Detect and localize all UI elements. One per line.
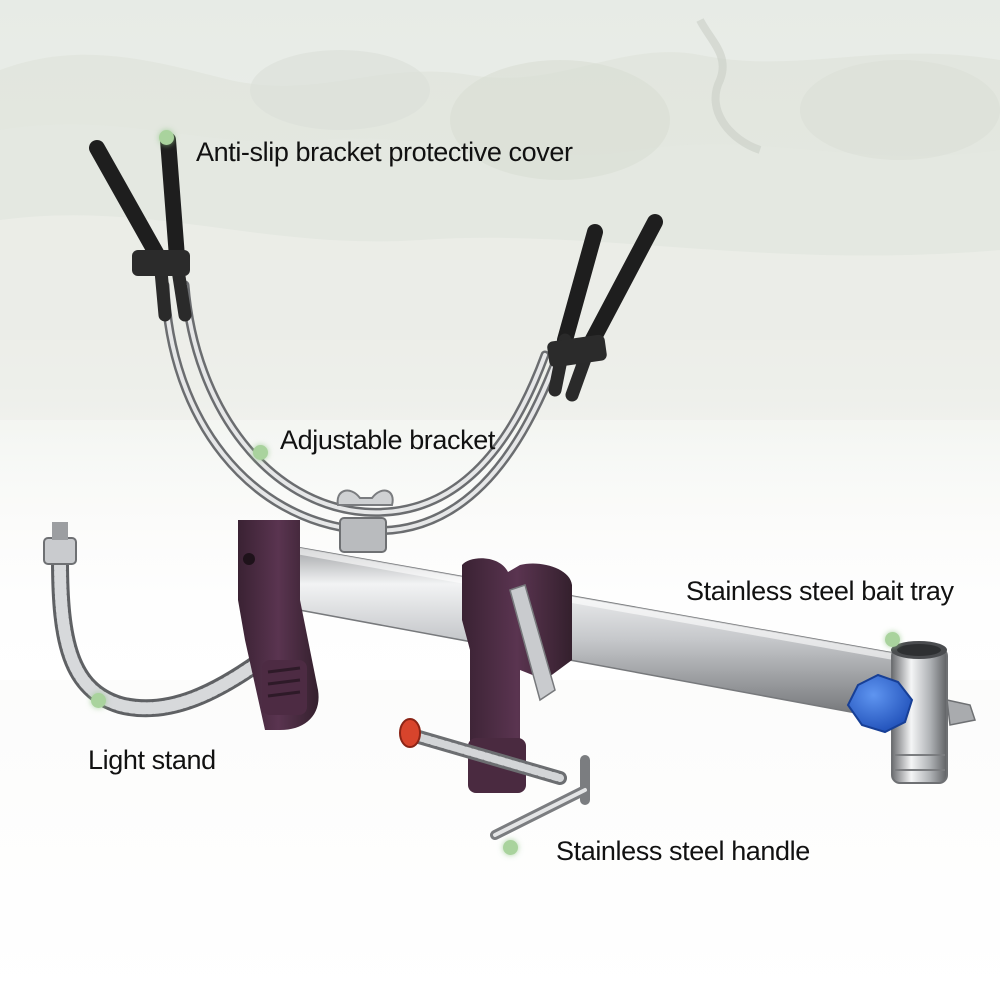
stainless-handle	[490, 755, 590, 840]
label-light-stand: Light stand	[88, 745, 216, 775]
label-protective-cover: Anti-slip bracket protective cover	[196, 137, 573, 167]
adjustable-bracket-wires	[160, 280, 565, 536]
marker-bracket-dot	[253, 445, 268, 460]
marker-cover-dot	[159, 130, 174, 145]
right-protective-cover	[547, 214, 663, 402]
main-bar	[244, 537, 906, 723]
clamp-screw	[399, 718, 567, 785]
marker-handle-dot	[503, 840, 518, 855]
label-stainless-handle: Stainless steel handle	[556, 836, 810, 866]
left-protective-cover	[89, 132, 192, 322]
label-bait-tray: Stainless steel bait tray	[686, 576, 954, 606]
wing-nut	[336, 489, 394, 553]
blue-knob	[846, 673, 914, 734]
marker-tray-dot	[885, 632, 900, 647]
left-clamp	[238, 520, 319, 730]
marker-light-dot	[91, 693, 106, 708]
bait-tray	[891, 641, 976, 784]
light-stand	[43, 522, 271, 718]
label-adjustable-bracket: Adjustable bracket	[280, 425, 495, 455]
